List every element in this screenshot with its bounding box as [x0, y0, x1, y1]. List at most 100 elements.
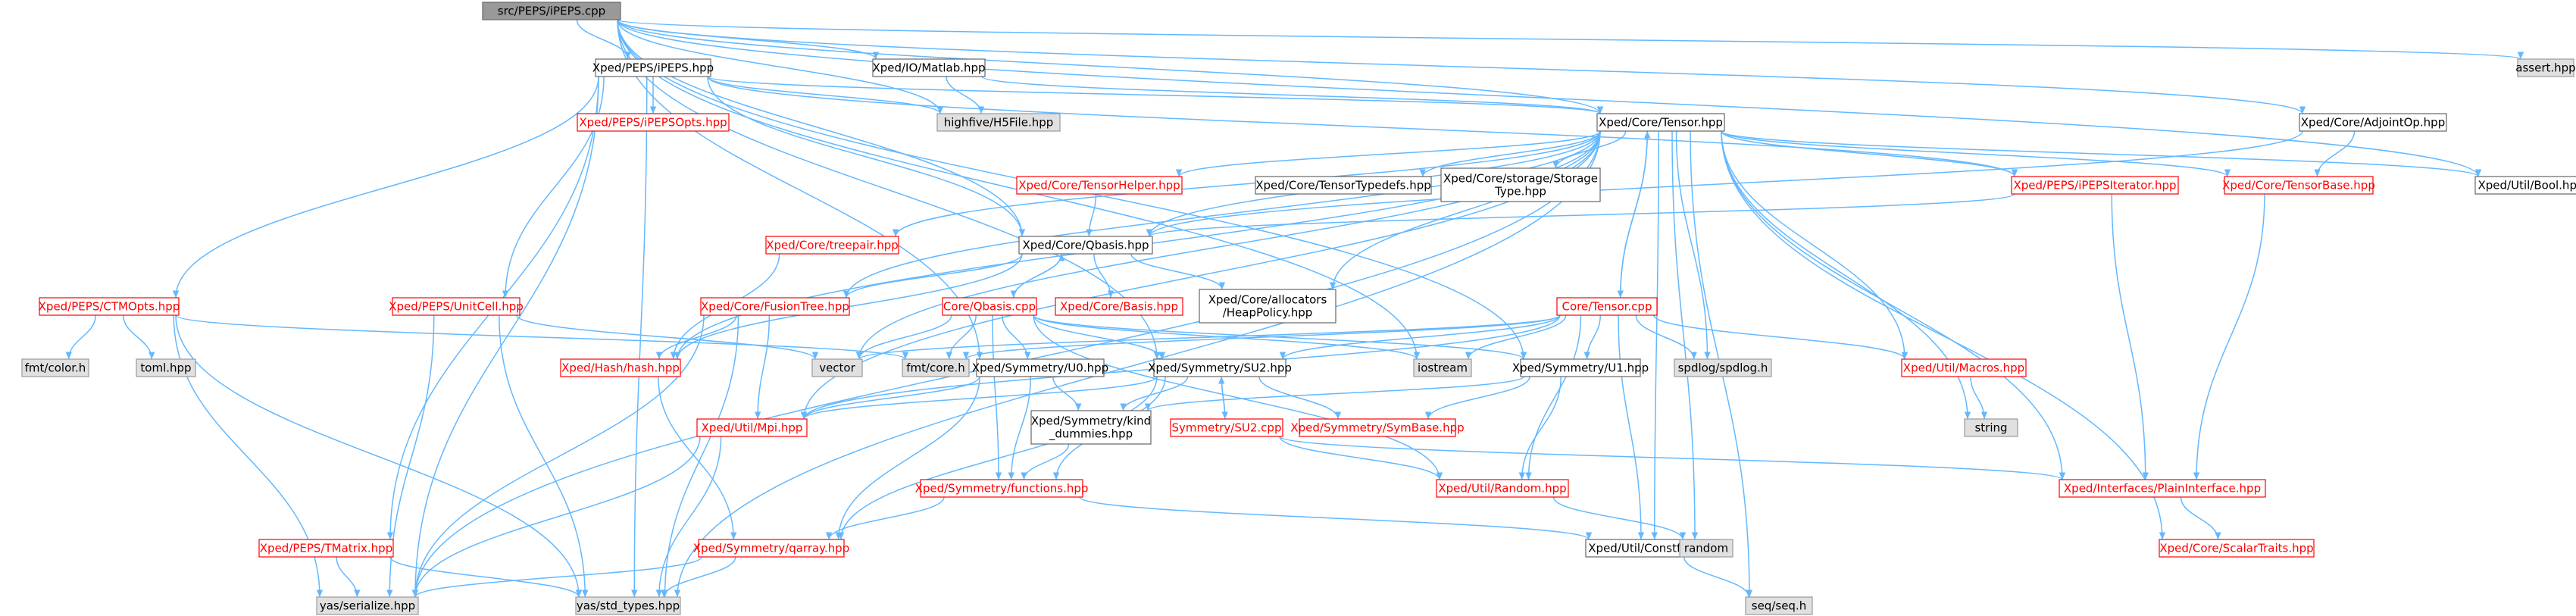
edge-plain-to-scalartraits — [2180, 496, 2221, 540]
node-box-tensorbase — [2224, 176, 2374, 195]
edge-root-to-adjointop — [617, 19, 2306, 114]
node-label-kind-0: Xped/Symmetry/kind — [1031, 414, 1151, 428]
edge-root-to-qbasishpp — [617, 19, 1026, 237]
node-qbasiscpp[interactable]: Core/Qbasis.cpp — [942, 297, 1037, 316]
edge-ctmopts-to-toml — [123, 314, 155, 360]
node-bool[interactable]: Xped/Util/Bool.hpp — [2474, 176, 2576, 195]
edge-ipeps-to-h5file — [707, 76, 944, 114]
edge-tensor-to-tensortypedefs — [1419, 130, 1601, 177]
node-box-u0 — [976, 358, 1105, 377]
node-u0[interactable]: Xped/Symmetry/U0.hpp — [972, 358, 1108, 377]
node-symbase[interactable]: Xped/Symmetry/SymBase.hpp — [1290, 418, 1465, 437]
node-macros[interactable]: Xped/Util/Macros.hpp — [1901, 358, 2027, 377]
node-label-storage-0: Xped/Core/storage/Storage — [1443, 172, 1598, 186]
node-box-iostream — [1413, 358, 1472, 377]
node-box-tensor — [1596, 113, 1725, 132]
node-tensorcpp[interactable]: Core/Tensor.cpp — [1556, 297, 1658, 316]
edge-tensorcpp-to-iostream — [1465, 314, 1567, 360]
node-unitcell[interactable]: Xped/PEPS/UnitCell.hpp — [389, 297, 524, 316]
node-spdlog: spdlog/spdlog.h — [1674, 358, 1772, 377]
edge-su2hpp-to-symbase — [1258, 376, 1342, 420]
edge-u0-to-qarray — [835, 376, 980, 540]
node-box-serialize — [316, 596, 419, 615]
node-functions[interactable]: Xped/Symmetry/functions.hpp — [915, 479, 1089, 498]
node-ipepsiter[interactable]: Xped/PEPS/iPEPSIterator.hpp — [2011, 176, 2179, 195]
node-hash[interactable]: Xped/Hash/hash.hpp — [560, 358, 681, 377]
edge-qbasishpp-to-basis — [1093, 253, 1114, 299]
edge-qbasiscpp-to-random — [1033, 314, 1443, 480]
edge-root-to-h5file — [617, 19, 944, 114]
node-toml: toml.hpp — [136, 358, 196, 377]
node-tensor[interactable]: Xped/Core/Tensor.hpp — [1596, 113, 1725, 132]
node-qarray[interactable]: Xped/Symmetry/qarray.hpp — [693, 539, 849, 558]
node-fusiontree[interactable]: Xped/Core/FusionTree.hpp — [700, 297, 850, 316]
edge-fusiontree-to-stdtypes — [661, 314, 739, 598]
node-box-random — [1436, 479, 1569, 498]
node-label-serialize: yas/serialize.hpp — [320, 599, 415, 613]
node-mpi[interactable]: Xped/Util/Mpi.hpp — [696, 418, 808, 437]
node-label-iomatlab: Xped/IO/Matlab.hpp — [872, 61, 985, 75]
edge-su2hpp-to-qarray — [837, 376, 1158, 540]
edge-qarray-to-stdtypes — [661, 556, 736, 598]
node-tensorhelper[interactable]: Xped/Core/TensorHelper.hpp — [1016, 176, 1183, 195]
edge-tensor-to-constfct — [1651, 130, 1659, 540]
node-u1[interactable]: Xped/Symmetry/U1.hpp — [1512, 358, 1649, 377]
edge-ipepsiter-to-plain — [2111, 193, 2149, 480]
edge-fusiontree-to-hash — [655, 314, 737, 360]
node-box-bool — [2474, 176, 2576, 195]
node-tmatrix[interactable]: Xped/PEPS/TMatrix.hpp — [258, 539, 394, 558]
node-qbasishpp[interactable]: Xped/Core/Qbasis.hpp — [1018, 236, 1153, 255]
node-label-seq: seq/seq.h — [1752, 599, 1806, 613]
node-box-hash — [560, 358, 681, 377]
edge-root-to-iomatlab — [617, 19, 880, 60]
node-box-tensorcpp — [1556, 297, 1658, 316]
edge-su2hpp-to-mpi — [800, 376, 1158, 420]
node-box-functions — [920, 479, 1083, 498]
node-tensortypedefs[interactable]: Xped/Core/TensorTypedefs.hpp — [1255, 176, 1432, 195]
edge-ipeps-to-unitcell — [502, 76, 605, 299]
node-ctmopts[interactable]: Xped/PEPS/CTMOpts.hpp — [39, 297, 180, 316]
node-box-kind — [1030, 410, 1152, 445]
node-tensorbase[interactable]: Xped/Core/TensorBase.hpp — [2222, 176, 2375, 195]
node-h5file: highfive/H5File.hpp — [936, 113, 1061, 132]
node-su2cpp[interactable]: Symmetry/SU2.cpp — [1170, 418, 1283, 437]
node-adjointop[interactable]: Xped/Core/AdjointOp.hpp — [2299, 113, 2447, 132]
node-su2hpp[interactable]: Xped/Symmetry/SU2.hpp — [1148, 358, 1292, 377]
node-label-tensorcpp: Core/Tensor.cpp — [1562, 300, 1652, 314]
node-box-tmatrix — [258, 539, 394, 558]
node-box-macros — [1901, 358, 2027, 377]
edge-tensorbase-to-plain — [2193, 193, 2265, 480]
edge-tensorcpp-to-spdlog — [1635, 314, 1697, 360]
node-basis[interactable]: Xped/Core/Basis.hpp — [1055, 297, 1183, 316]
node-ipeps[interactable]: Xped/PEPS/iPEPS.hpp — [592, 58, 714, 77]
edge-ctmopts-to-fmtcore — [175, 314, 908, 360]
edge-kind-to-functions — [1021, 443, 1070, 480]
node-iomatlab[interactable]: Xped/IO/Matlab.hpp — [872, 58, 986, 77]
edge-tmatrix-to-serialize — [336, 556, 361, 598]
node-kind[interactable]: Xped/Symmetry/kind_dummies.hpp — [1030, 410, 1152, 445]
node-vector: vector — [811, 358, 863, 377]
edge-ipeps-to-ipepsiter — [707, 76, 2018, 177]
node-randomext: random — [1679, 539, 1733, 558]
node-label-random: Xped/Util/Random.hpp — [1438, 482, 1566, 496]
node-allocators[interactable]: Xped/Core/allocators/HeapPolicy.hpp — [1199, 289, 1336, 324]
node-box-unitcell — [392, 297, 521, 316]
node-scalartraits[interactable]: Xped/Core/ScalarTraits.hpp — [2159, 539, 2315, 558]
node-label-fmtcore: fmt/core.h — [906, 361, 965, 375]
node-stdtypes: yas/std_types.hpp — [575, 596, 681, 615]
node-ipepsopts[interactable]: Xped/PEPS/iPEPSOpts.hpp — [577, 113, 730, 132]
edge-qbasiscpp-to-su2hpp — [1033, 314, 1166, 360]
node-random[interactable]: Xped/Util/Random.hpp — [1436, 479, 1569, 498]
node-treepair[interactable]: Xped/Core/treepair.hpp — [765, 236, 899, 255]
node-box-iomatlab — [872, 58, 986, 77]
node-box-string — [1964, 418, 2018, 437]
node-box-assert — [2517, 58, 2574, 77]
node-iostream: iostream — [1413, 358, 1472, 377]
node-root[interactable]: src/PEPS/iPEPS.cpp — [482, 2, 621, 20]
edge-qarray-to-serialize — [411, 556, 702, 598]
node-label-unitcell: Xped/PEPS/UnitCell.hpp — [389, 300, 524, 314]
node-plain[interactable]: Xped/Interfaces/PlainInterface.hpp — [2059, 479, 2266, 498]
